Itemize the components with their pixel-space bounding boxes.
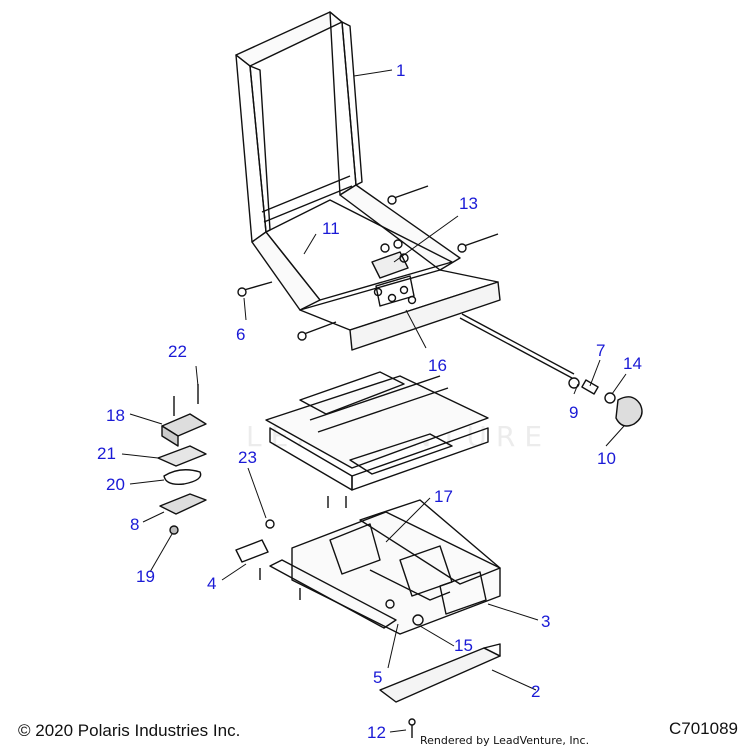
left-rail-part — [235, 539, 397, 629]
latch-components-part — [157, 384, 207, 535]
seat-frame-part — [235, 11, 501, 351]
callout-6: 6 — [236, 325, 246, 344]
callout-4: 4 — [207, 574, 217, 593]
callout-22: 22 — [168, 342, 187, 361]
callout-14: 14 — [623, 354, 642, 373]
base-plate-part — [291, 499, 501, 635]
slider-rail-part — [265, 371, 489, 491]
callout-13: 13 — [459, 194, 478, 213]
fastener-part — [265, 496, 416, 738]
copyright-text: © 2020 Polaris Industries Inc. — [18, 721, 241, 740]
callout-17: 17 — [434, 487, 453, 506]
callout-19: 19 — [136, 567, 155, 586]
callout-10: 10 — [597, 449, 616, 468]
side-plate-part — [379, 643, 501, 703]
callout-3: 3 — [541, 612, 551, 631]
callout-12: 12 — [367, 723, 386, 742]
callout-21: 21 — [97, 444, 116, 463]
callout-7: 7 — [596, 341, 606, 360]
callout-9: 9 — [569, 403, 579, 422]
callout-2: 2 — [531, 682, 541, 701]
callout-18: 18 — [106, 406, 125, 425]
rendered-by-text: Rendered by LeadVenture, Inc. — [420, 734, 590, 747]
bolt-part — [237, 185, 499, 341]
leader-lines — [121, 69, 627, 733]
callout-5: 5 — [373, 668, 383, 687]
seat-bracket-part — [371, 239, 417, 307]
callout-11: 11 — [322, 219, 340, 238]
callout-8: 8 — [130, 515, 140, 534]
diagram-code: C701089 — [668, 719, 738, 738]
callout-23: 23 — [238, 448, 257, 467]
callout-16: 16 — [428, 356, 447, 375]
callout-1: 1 — [396, 61, 406, 80]
callout-20: 20 — [106, 475, 125, 494]
adjuster-rod-part — [459, 313, 643, 427]
callout-15: 15 — [454, 636, 473, 655]
